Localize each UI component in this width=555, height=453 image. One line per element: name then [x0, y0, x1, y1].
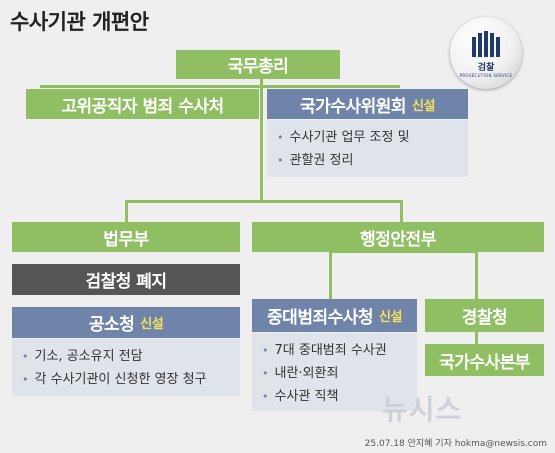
credit-line: 25.07.18 안지혜 기자 hokma@newsis.com: [364, 439, 547, 449]
nic-label: 국가수사위원회: [300, 96, 407, 117]
list-item: •관할권 정리: [277, 149, 458, 172]
bullet-icon: •: [262, 344, 269, 357]
connector-police-down: [475, 250, 478, 300]
node-ministry-of-justice: 법무부: [12, 222, 240, 252]
bullet-icon: •: [262, 367, 269, 380]
connector-major-crimes-down: [329, 250, 332, 300]
logo-english-text: PROSECUTION SERVICE: [459, 72, 513, 78]
list-item: •수사관 직책: [262, 385, 407, 408]
police-label: 경찰청: [461, 308, 508, 328]
connector-pm-right: [260, 85, 400, 88]
nib-label: 국가수사본부: [439, 352, 530, 373]
node-cio-label: 고위공직자 범죄 수사처: [61, 96, 224, 117]
connector-mois-down: [400, 200, 403, 222]
node-prime-minister: 국무총리: [176, 50, 340, 79]
list-item: •내란·외환죄: [262, 362, 407, 385]
node-national-investigation-bureau: 국가수사본부: [425, 344, 544, 376]
node-mois-label: 행정안전부: [360, 229, 436, 250]
bullet-icon: •: [262, 390, 269, 403]
page-title: 수사기관 개편안: [10, 10, 149, 34]
node-cio: 고위공직자 범죄 수사처: [26, 89, 259, 119]
node-prime-minister-label: 국무총리: [227, 57, 289, 77]
node-ministry-of-interior: 행정안전부: [252, 222, 544, 252]
list-item: •기소, 공소유지 전담: [22, 345, 230, 368]
list-item: •7대 중대범죄 수사권: [262, 339, 407, 362]
bullet-icon: •: [22, 373, 29, 386]
indictment-details: •기소, 공소유지 전담 •각 수사기관이 신청한 영장 청구: [12, 339, 240, 396]
major-crimes-label: 중대범죄수사청: [267, 308, 374, 328]
node-prosecution-abolished-label: 검찰청 폐지: [85, 272, 167, 292]
nic-details: •수사기관 업무 조정 및 •관할권 정리: [267, 120, 468, 177]
bullet-icon: •: [22, 350, 29, 363]
newsis-watermark: 뉴시스: [382, 393, 463, 426]
indictment-label: 공소청: [88, 315, 135, 335]
list-item: •각 수사기관이 신청한 영장 청구: [22, 368, 230, 391]
connector-ministries: [125, 200, 402, 203]
prosecution-logo: 검찰 PROSECUTION SERVICE: [450, 17, 522, 89]
logo-korean-text: 검찰: [477, 62, 495, 73]
node-major-crimes-agency: 중대범죄수사청 신설: [252, 299, 417, 332]
node-indictment-agency: 공소청 신설: [12, 307, 240, 338]
node-moj-label: 법무부: [103, 229, 149, 250]
node-national-investigation-committee: 국가수사위원회 신설: [267, 89, 468, 119]
major-crimes-new-badge: 신설: [379, 310, 402, 325]
bullet-icon: •: [277, 154, 284, 167]
connector-pm-down: [260, 78, 263, 202]
nic-new-badge: 신설: [412, 98, 435, 114]
connector-pm-left: [40, 85, 263, 88]
indictment-new-badge: 신설: [140, 317, 164, 332]
connector-moj-down: [125, 200, 128, 222]
bullet-icon: •: [277, 131, 284, 144]
logo-bars-icon: [472, 30, 500, 57]
major-crimes-details: •7대 중대범죄 수사권 •내란·외환죄 •수사관 직책: [252, 333, 417, 411]
list-item: •수사기관 업무 조정 및: [277, 126, 458, 149]
node-prosecution-abolished: 검찰청 폐지: [12, 264, 240, 295]
node-police-agency: 경찰청: [425, 299, 544, 332]
connector-police-nib: [475, 330, 478, 345]
